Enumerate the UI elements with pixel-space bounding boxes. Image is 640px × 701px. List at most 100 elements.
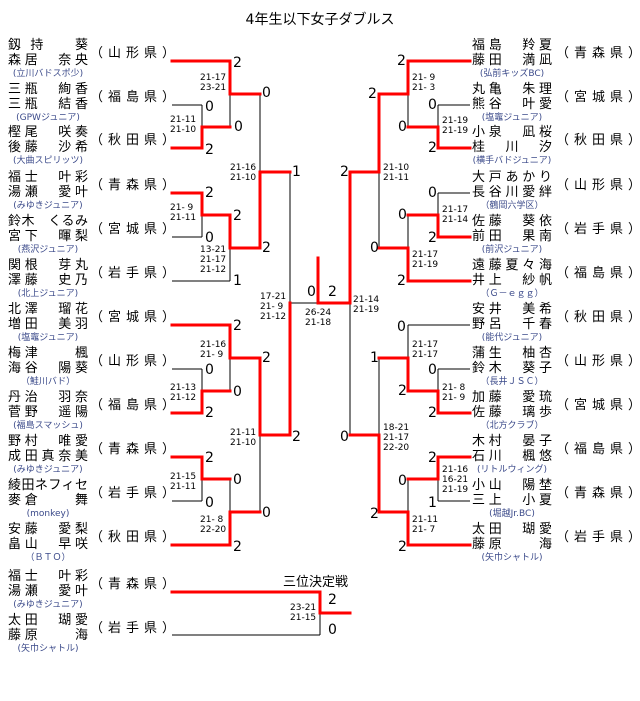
game-score: 21- 9 xyxy=(200,350,224,360)
match-points: 2 xyxy=(233,55,242,71)
match-points: 0 xyxy=(398,473,407,489)
player-name: 野村 唯愛 xyxy=(8,434,88,449)
match-points: 0 xyxy=(397,319,406,335)
prefecture: （宮城県） xyxy=(90,310,181,325)
player-name: 蒲生 柚杏 xyxy=(472,346,552,361)
game-score: 22-20 xyxy=(383,443,410,453)
match-points: 2 xyxy=(428,405,437,421)
prefecture: （福島県） xyxy=(90,398,181,413)
game-score: 26-24 xyxy=(305,308,332,318)
match-points: 0 xyxy=(307,284,316,300)
game-score: 21-11 xyxy=(170,115,197,125)
match-points: 0 xyxy=(398,119,407,135)
game-score: 21-11 xyxy=(230,428,257,438)
player-name: 三上 小夏 xyxy=(472,493,552,508)
player-name: 樫尾 咲奏 xyxy=(8,125,88,140)
game-score: 21-15 xyxy=(290,613,317,623)
club-name: (みゆきジュニア) xyxy=(13,465,83,475)
match-points: 2 xyxy=(368,86,377,102)
game-score: 13-21 xyxy=(200,245,227,255)
player-name: 野呂 千春 xyxy=(472,317,552,332)
match-points: 2 xyxy=(370,506,379,522)
game-score: 21- 9 xyxy=(170,203,194,213)
player-name: 成田真奈美 xyxy=(8,449,88,464)
game-score: 21- 8 xyxy=(200,515,224,525)
club-name: (横手バドジュニア) xyxy=(472,156,552,166)
club-name: （ＢＴＯ） xyxy=(25,553,71,563)
club-name: (リトルウィング) xyxy=(476,465,548,475)
match-points: 2 xyxy=(340,164,349,180)
game-score: 17-21 xyxy=(260,292,287,302)
match-points: 0 xyxy=(262,505,271,521)
prefecture: （岩手県） xyxy=(90,486,181,501)
match-points: 0 xyxy=(233,384,242,400)
game-score: 21-11 xyxy=(412,515,439,525)
game-score: 21-12 xyxy=(200,265,227,275)
game-score: 21-17 xyxy=(200,255,227,265)
page-title: 4年生以下女子ダブルス xyxy=(245,12,395,28)
club-name: （Ｇ－ｅｇｇ） xyxy=(480,289,544,299)
club-name: （鶴岡六学区） xyxy=(480,201,544,211)
match-points: 2 xyxy=(233,208,242,224)
game-score: 21-14 xyxy=(353,295,380,305)
club-name: (塩竈ジュニア) xyxy=(481,113,543,123)
prefecture: （宮城県） xyxy=(556,90,640,105)
prefecture: （山形県） xyxy=(556,354,640,369)
prefecture: （山形県） xyxy=(90,46,181,61)
match-points: 0 xyxy=(428,97,437,113)
player-name: 増田 美羽 xyxy=(8,317,88,332)
prefecture: （岩手県） xyxy=(556,530,640,545)
prefecture: （宮城県） xyxy=(556,398,640,413)
match-points: 2 xyxy=(398,539,407,555)
club-name: (燕沢ジュニア) xyxy=(17,245,79,255)
player-name: 梅津 楓 xyxy=(8,346,88,361)
match-points: 2 xyxy=(328,592,337,608)
game-score: 21-18 xyxy=(305,318,332,328)
prefecture: （秋田県） xyxy=(556,133,640,148)
prefecture: （山形県） xyxy=(90,354,181,369)
club-name: (monkey) xyxy=(26,509,70,519)
player-name: 石川 楓悠 xyxy=(472,449,552,464)
prefecture: （山形県） xyxy=(556,178,640,193)
club-name: (弘前キッズBC) xyxy=(479,69,545,79)
match-points: 2 xyxy=(397,273,406,289)
match-points: 2 xyxy=(292,429,301,445)
game-score: 21- 3 xyxy=(412,83,436,93)
game-score: 21-10 xyxy=(230,173,257,183)
game-score: 21-19 xyxy=(442,116,469,126)
player-name: 後藤 沙希 xyxy=(8,140,88,155)
game-score: 22-20 xyxy=(200,525,227,535)
game-score: 21- 7 xyxy=(412,525,436,535)
match-points: 2 xyxy=(205,405,214,421)
game-score: 21-16 xyxy=(200,340,227,350)
game-score: 21-17 xyxy=(412,250,439,260)
prefecture: （福島県） xyxy=(556,266,640,281)
game-score: 21-16 xyxy=(230,163,257,173)
player-name: 丹治 羽奈 xyxy=(8,390,88,405)
match-points: 0 xyxy=(328,622,337,638)
match-points: 0 xyxy=(428,362,437,378)
player-name: 長谷川愛絆 xyxy=(472,185,552,200)
player-name: 三瓶 絢香 xyxy=(8,82,88,97)
player-name: 藤田 満凪 xyxy=(472,53,552,68)
club-name: (堀越Jr.BC) xyxy=(489,509,535,519)
player-name: 澤藤 史乃 xyxy=(8,273,88,288)
match-points: 2 xyxy=(398,383,407,399)
game-score: 21-16 xyxy=(442,465,469,475)
club-name: （北方クラブ） xyxy=(480,421,544,431)
club-name: (みゆきジュニア) xyxy=(13,201,83,211)
prefecture: （青森県） xyxy=(90,577,181,592)
player-name: 井上 紗帆 xyxy=(472,273,552,288)
prefecture: （岩手県） xyxy=(90,266,181,281)
club-name: （長井ＪＳＣ） xyxy=(480,377,544,387)
game-score: 21- 9 xyxy=(260,302,284,312)
prefecture: （宮城県） xyxy=(90,222,181,237)
player-name: 加藤 愛琉 xyxy=(472,390,552,405)
